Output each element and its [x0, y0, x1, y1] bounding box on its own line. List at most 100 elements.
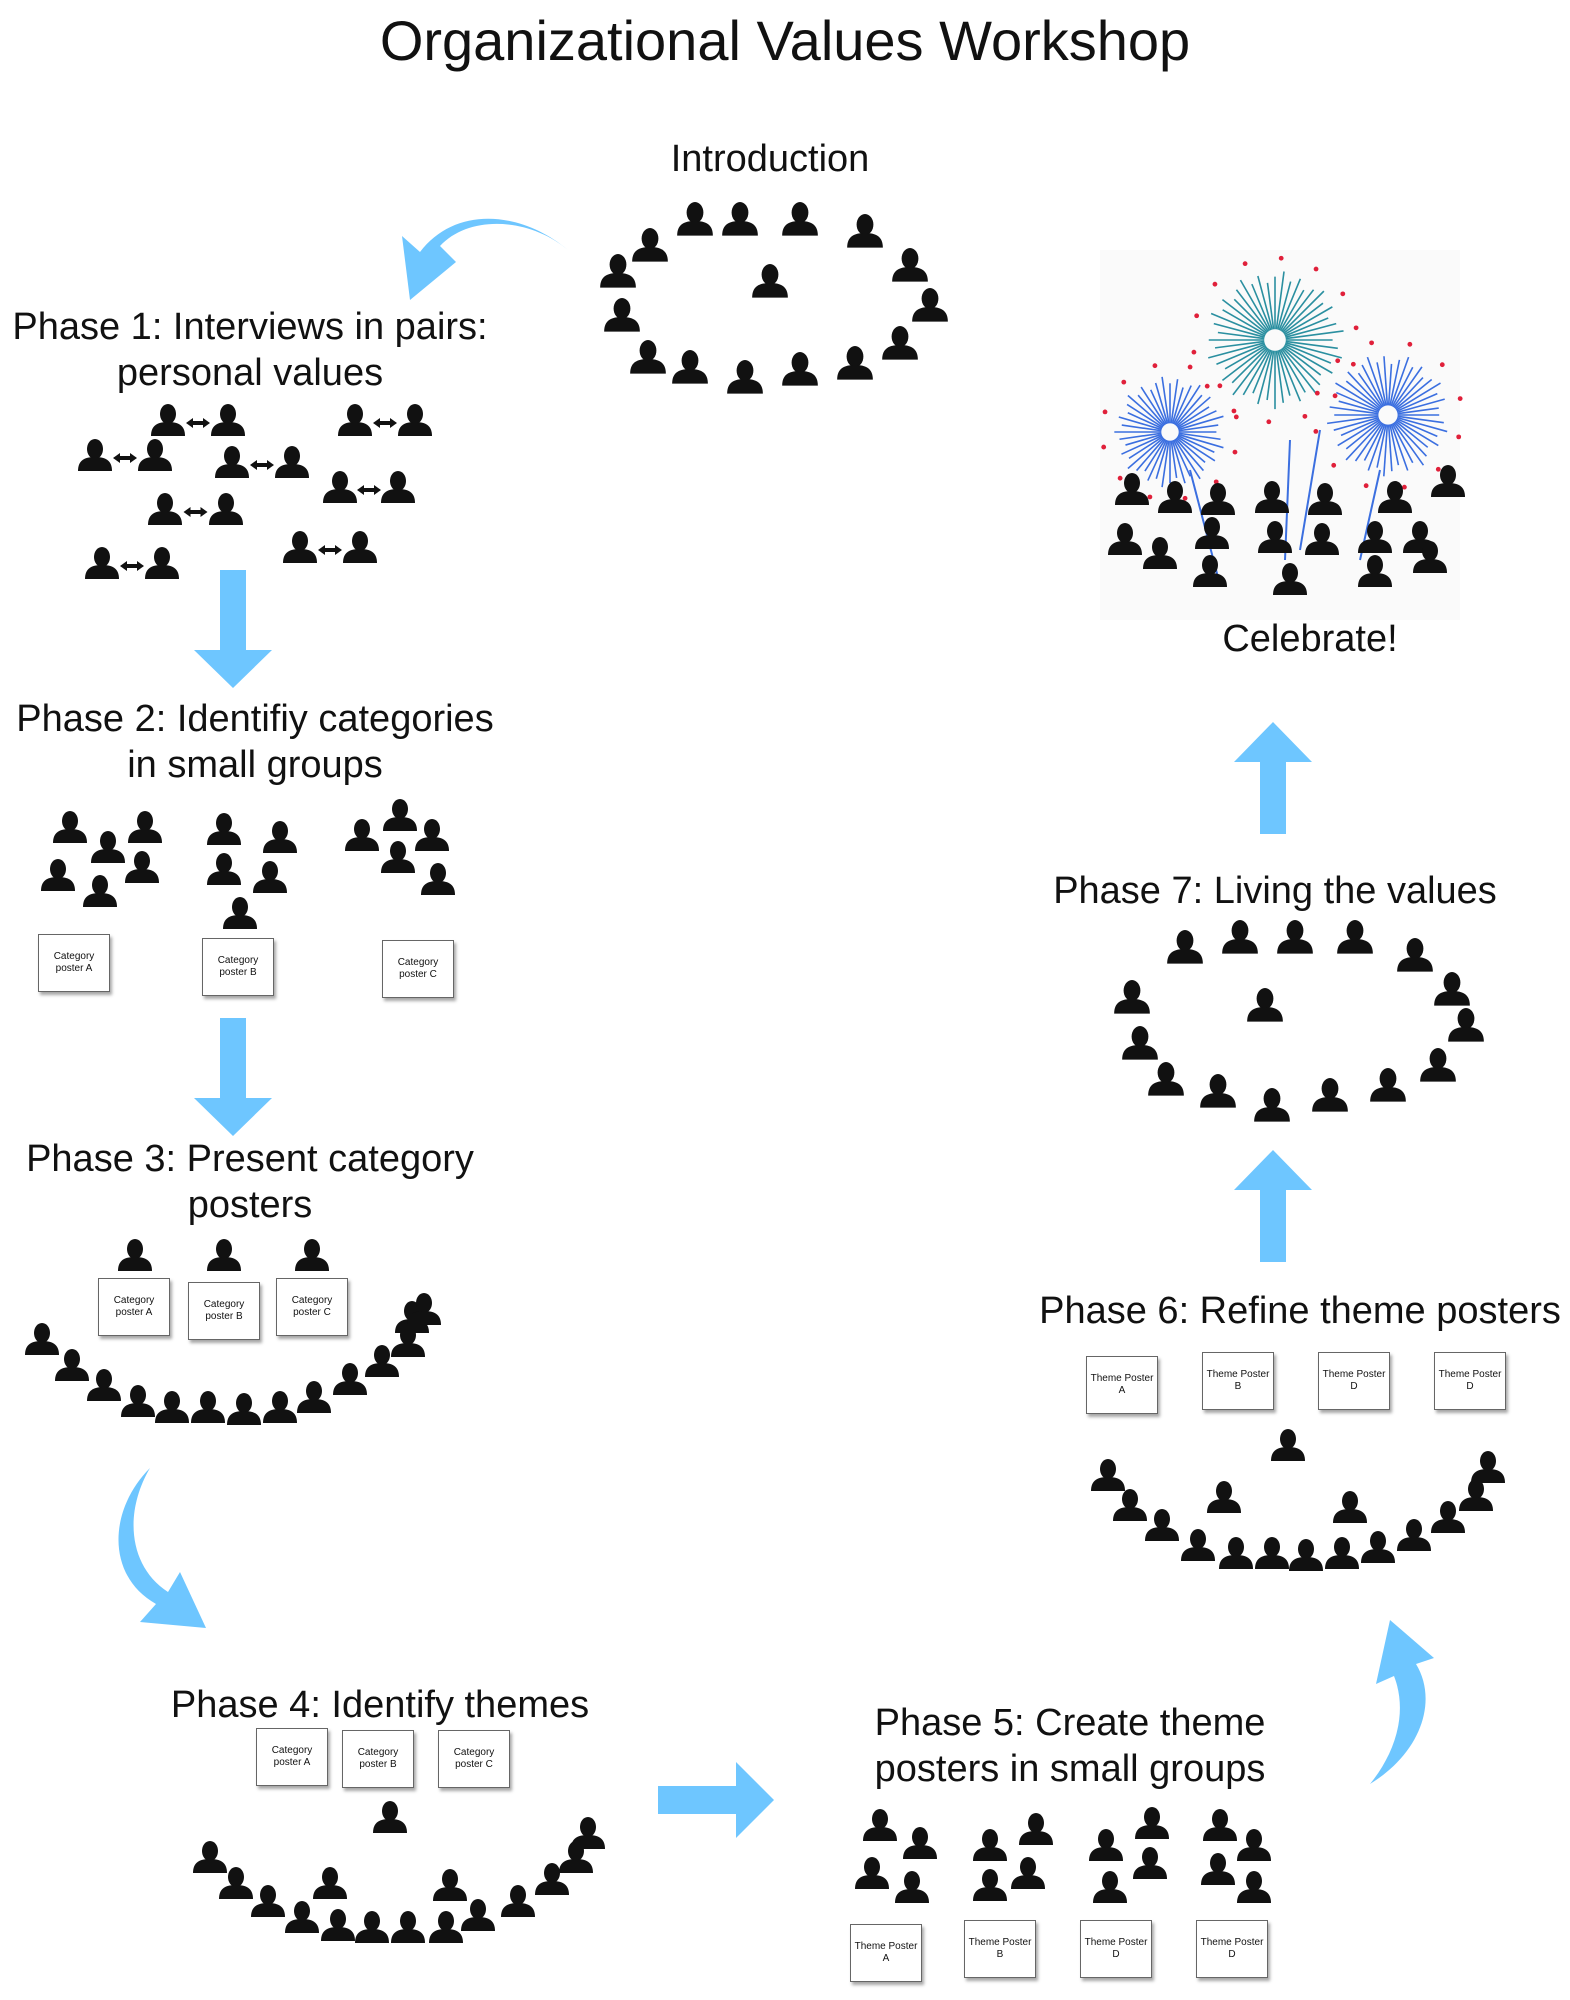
theme-poster-a-phase6: Theme Poster A [1086, 1356, 1158, 1414]
firework-ray [1239, 279, 1271, 332]
firework-spark [1194, 313, 1200, 319]
firework-ray [1376, 362, 1387, 406]
phase1-person-icon [209, 493, 243, 525]
firework-ray [1394, 420, 1429, 448]
firework-spark [1217, 383, 1223, 389]
phase3-person-icon [333, 1363, 367, 1395]
firework-ray [1217, 331, 1265, 340]
firework-ray [1171, 440, 1186, 484]
firework-ray [1266, 350, 1275, 401]
phase1-label-line1: Phase 1: Interviews in pairs: [12, 306, 488, 348]
firework-ray [1283, 306, 1333, 336]
firework-spark [1204, 383, 1210, 389]
intro-person-icon [837, 346, 873, 380]
firework-ray [1161, 376, 1170, 424]
phase7-person-icon [1434, 972, 1470, 1006]
phase1-person-icon [151, 404, 185, 436]
firework-ray [1154, 382, 1169, 424]
phase2-person-icon [128, 811, 162, 843]
phase4-person-icon [391, 1911, 425, 1943]
firework-ray [1170, 379, 1179, 424]
category-poster-b-phase2: Category poster B [202, 938, 274, 996]
firework-ray [1119, 432, 1162, 441]
firework-ray [1210, 312, 1266, 337]
firework-spark [1402, 484, 1407, 490]
firework-spark [1313, 266, 1319, 272]
phase5-person-icon [1201, 1853, 1235, 1885]
firework-ray [1361, 364, 1385, 407]
phase5-label-line1: Phase 5: Create theme [874, 1702, 1266, 1744]
phase2-person-icon [383, 799, 417, 831]
firework-ray [1282, 290, 1325, 333]
theme-poster-d1-phase6: Theme Poster D [1318, 1352, 1390, 1410]
intro-person-icon [727, 360, 763, 394]
firework-spark [1191, 349, 1197, 355]
phase1-person-icon [381, 471, 415, 503]
firework-spark [1435, 466, 1441, 472]
phase7-person-icon [1254, 1088, 1290, 1122]
intro-person-icon [782, 352, 818, 386]
phase4-person-icon [313, 1867, 347, 1899]
phase5-person-icon [1237, 1871, 1271, 1903]
firework-ray [1397, 398, 1445, 414]
theme-poster-b-phase6: Theme Poster B [1202, 1352, 1274, 1410]
phase1-person-icon [338, 404, 372, 436]
firework-ray [1392, 422, 1425, 466]
phase5-label-line2: posters in small groups [874, 1748, 1266, 1790]
exchange-arrow-icon [373, 418, 397, 428]
phase1-person-icon [85, 547, 119, 579]
phase2-person-icon [223, 897, 257, 929]
firework-ray [1390, 423, 1409, 471]
phase5-person-icon [1135, 1807, 1169, 1839]
phase1-person-icon [138, 439, 172, 471]
firework-ray [1335, 382, 1381, 411]
phase6-person-icon [1333, 1491, 1367, 1523]
firework-ray [1178, 432, 1221, 441]
firework-ray [1222, 309, 1267, 336]
firework-spark [1182, 495, 1188, 501]
arrow-phase2-to-phase3 [194, 1018, 272, 1136]
firework-ray [1280, 289, 1315, 332]
firework-ray [1283, 302, 1324, 335]
firework-spark [1456, 434, 1462, 440]
firework-ray [1336, 391, 1380, 412]
firework-ray [1277, 281, 1292, 330]
firework-spark [1363, 483, 1369, 489]
intro-person-icon [752, 264, 788, 298]
firework-ray [1127, 394, 1164, 427]
phase2-person-icon [207, 853, 241, 885]
phase2-label-line1: Phase 2: Identifiy categories [16, 698, 494, 740]
firework-ray [1257, 350, 1273, 405]
firework-spark [1331, 462, 1337, 468]
firework-ray [1393, 377, 1424, 409]
category-poster-a-phase3: Category poster A [98, 1278, 170, 1336]
category-poster-c-phase3: Category poster C [276, 1278, 348, 1336]
phase5-person-icon [1011, 1857, 1045, 1889]
phase6-person-icon [1459, 1479, 1493, 1511]
firework-spark [1147, 494, 1153, 500]
firework-ray [1231, 347, 1268, 384]
phase5-person-icon [895, 1871, 929, 1903]
phase7-person-icon [1222, 920, 1258, 954]
firework-ray [1235, 289, 1270, 332]
firework-ray [1216, 343, 1266, 365]
phase7-person-icon [1312, 1078, 1348, 1112]
phase4-label: Phase 4: Identify themes [170, 1684, 590, 1726]
theme-poster-b-phase5: Theme Poster B [964, 1920, 1036, 1978]
phase6-person-icon [1145, 1509, 1179, 1541]
firework-spark [1314, 390, 1320, 396]
firework-ray [1285, 322, 1337, 338]
phase1-label-line2: personal values [116, 352, 384, 394]
firework-spark [1231, 408, 1237, 414]
firework-spark [1233, 414, 1239, 420]
firework-ray [1176, 436, 1216, 462]
phase3-label-line2: posters [187, 1184, 313, 1226]
firework-ray [1347, 371, 1383, 409]
celebrate-label: Celebrate! [1222, 618, 1398, 660]
phase1-person-icon [398, 404, 432, 436]
category-poster-b-phase4: Category poster B [342, 1730, 414, 1788]
firework-ray [1393, 421, 1428, 457]
phase4-person-icon [461, 1899, 495, 1931]
firework-spark [1350, 361, 1356, 367]
